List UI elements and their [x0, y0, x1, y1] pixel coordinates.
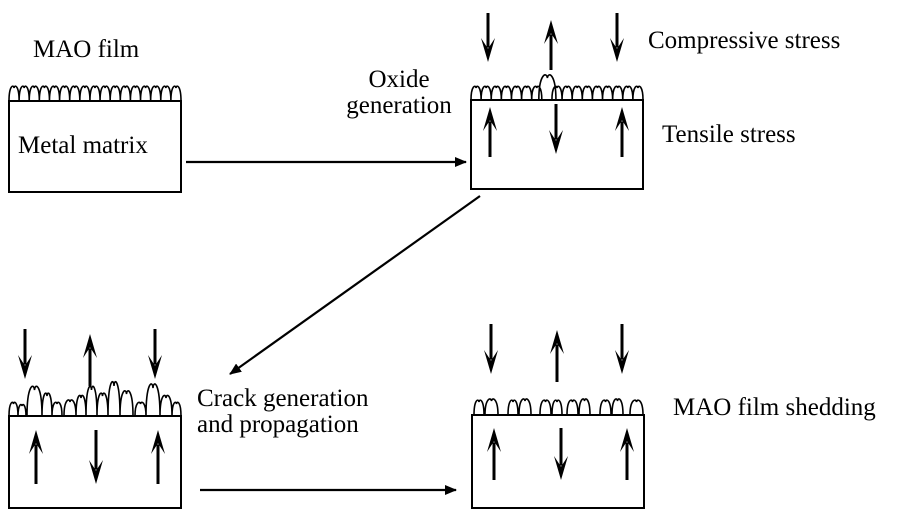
tensile-arrow-down — [549, 104, 563, 154]
shedding-film-box — [471, 398, 645, 509]
crack-generation-label-line2: and propagation — [197, 411, 359, 438]
stressed-film-box — [470, 74, 644, 190]
compressive-stress-label: Compressive stress — [648, 27, 841, 54]
crack-generation-label-line1: Crack generation — [197, 385, 369, 412]
tensile-arrow-up — [487, 428, 501, 480]
compressive-arrow-up — [550, 330, 564, 382]
compressive-arrow-down — [18, 329, 32, 379]
mao-film-shedding-label: MAO film shedding — [673, 394, 876, 421]
compressive-arrow-up — [544, 20, 558, 70]
mao-film-layer-shed — [473, 398, 644, 416]
metal-matrix-label: Metal matrix — [18, 132, 148, 159]
tensile-arrow-up — [151, 430, 165, 484]
compressive-arrow-down — [615, 324, 629, 374]
process-arrow-crack-generation — [229, 195, 481, 375]
tensile-arrow-down — [554, 428, 568, 480]
tensile-arrow-up — [615, 107, 629, 157]
tensile-arrow-down — [89, 430, 103, 484]
mao-film-label: MAO film — [33, 36, 140, 63]
stress-arrows — [18, 13, 634, 484]
mao-film-layer-cracked — [8, 381, 182, 417]
tensile-arrow-up — [483, 107, 497, 157]
compressive-arrow-down — [481, 13, 495, 62]
compressive-arrow-down — [148, 329, 162, 379]
tensile-arrow-up — [620, 428, 634, 480]
tensile-arrow-up — [29, 430, 43, 484]
mao-film-layer-grown — [470, 74, 644, 101]
oxide-generation-label-line1: Oxide — [368, 66, 430, 93]
compressive-arrow-up — [83, 334, 97, 386]
oxide-generation-label-line2: generation — [346, 92, 452, 119]
compressive-arrow-down — [610, 13, 624, 62]
mao-film-layer — [8, 85, 182, 102]
tensile-stress-label: Tensile stress — [662, 121, 796, 148]
metal-matrix-box — [8, 85, 182, 193]
compressive-arrow-down — [484, 324, 498, 374]
cracked-film-box — [8, 381, 182, 509]
